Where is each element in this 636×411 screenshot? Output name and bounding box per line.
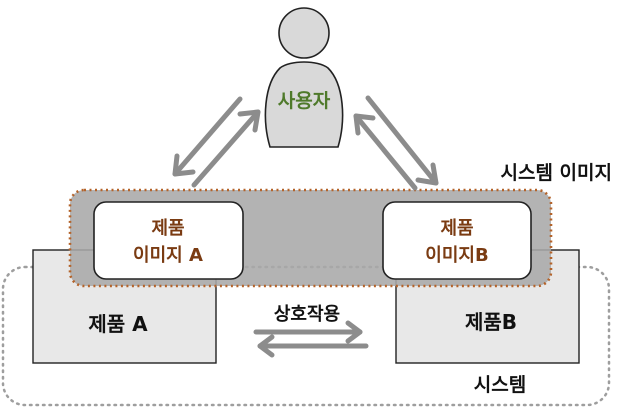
system-label: 시스템: [474, 374, 526, 396]
interaction-arrows: [253, 320, 369, 358]
product-image-b-line1: 제품: [440, 218, 473, 239]
product-a-label: 제품 A: [88, 312, 148, 336]
user-image-a-arrows: [172, 96, 261, 188]
product-image-b-box: [382, 201, 532, 280]
product-image-b-line2: 이미지B: [425, 245, 488, 266]
product-b-label: 제품B: [465, 310, 517, 334]
user-image-b-arrows: [353, 95, 439, 191]
product-image-a-line1: 제품: [151, 218, 184, 239]
product-image-a-line2: 이미지 A: [133, 245, 203, 266]
product-image-a-box: [93, 201, 244, 280]
user-label: 사용자: [278, 90, 331, 112]
user-icon: [264, 7, 344, 148]
system-image-label: 시스템 이미지: [501, 162, 613, 184]
interaction-label: 상호작용: [274, 304, 340, 325]
